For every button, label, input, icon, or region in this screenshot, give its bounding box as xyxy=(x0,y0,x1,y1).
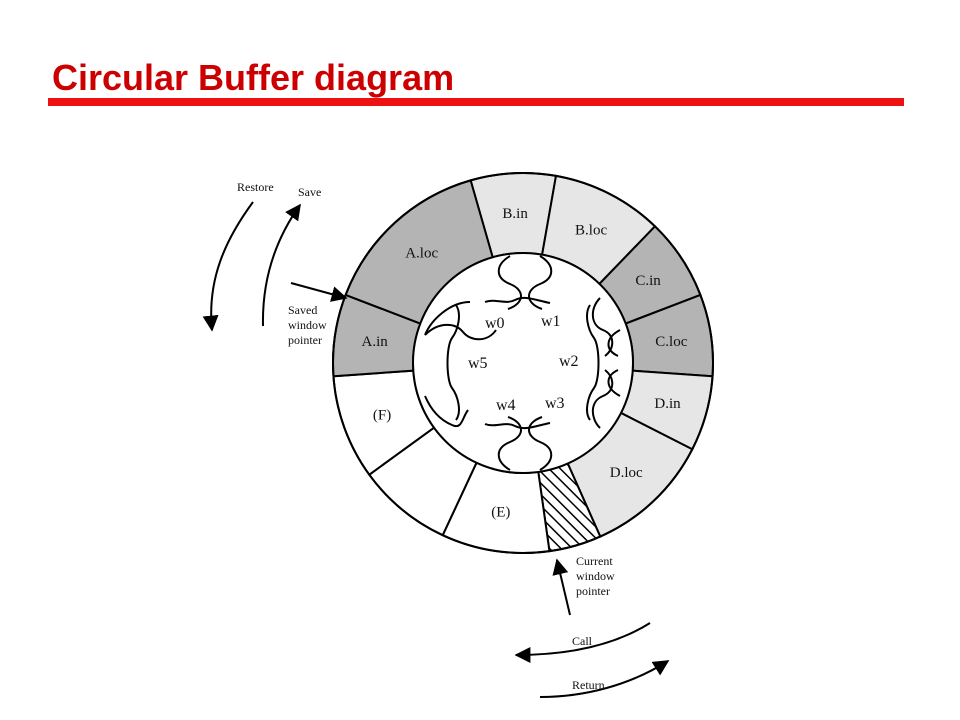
window-label-w2: w2 xyxy=(559,353,579,370)
page-title: Circular Buffer diagram xyxy=(52,57,455,98)
segment-label-d-loc: D.loc xyxy=(610,465,643,481)
return-label: Return xyxy=(572,678,605,692)
window-label-w5: w5 xyxy=(468,355,488,372)
segment-label-a-loc: A.loc xyxy=(405,245,438,261)
outer-ring-circle xyxy=(332,172,714,554)
restore-arrow xyxy=(202,201,254,332)
window-labels: w0 w1 w2 w3 w4 w5 xyxy=(468,313,579,414)
window-label-w4: w4 xyxy=(496,397,516,414)
window-label-w0: w0 xyxy=(485,315,505,332)
segment-label-b-loc: B.loc xyxy=(575,222,607,238)
segment-label-c-loc: C.loc xyxy=(655,334,687,350)
window-label-w1: w1 xyxy=(541,313,561,330)
svg-text:pointer: pointer xyxy=(288,333,322,347)
segment-label-b-in: B.in xyxy=(502,206,528,222)
saved-window-pointer-arrow xyxy=(290,282,348,302)
call-arrow xyxy=(514,622,651,663)
title-underline xyxy=(48,98,904,106)
svg-text:window: window xyxy=(288,318,327,332)
segment-label-e: (E) xyxy=(491,504,510,520)
save-arrow xyxy=(261,203,301,327)
segment-label-a-in: A.in xyxy=(362,334,389,350)
svg-text:pointer: pointer xyxy=(576,584,610,598)
window-overlap-curves xyxy=(424,255,621,471)
svg-text:window: window xyxy=(576,569,615,583)
return-arrow xyxy=(539,660,670,698)
restore-label: Restore xyxy=(237,180,274,194)
current-window-pointer-label: Current window pointer xyxy=(576,554,615,598)
call-label: Call xyxy=(572,634,593,648)
current-window-pointer-arrow xyxy=(552,558,571,616)
saved-window-pointer-label: Saved window pointer xyxy=(288,303,327,347)
svg-text:Current: Current xyxy=(576,554,613,568)
svg-text:Saved: Saved xyxy=(288,303,317,317)
segment-label-c-in: C.in xyxy=(635,273,661,289)
inner-window-circle xyxy=(412,252,634,474)
save-label: Save xyxy=(298,185,321,199)
window-label-w3: w3 xyxy=(545,395,565,412)
segment-label-d-in: D.in xyxy=(654,396,681,412)
segment-label-f: (F) xyxy=(373,407,391,423)
